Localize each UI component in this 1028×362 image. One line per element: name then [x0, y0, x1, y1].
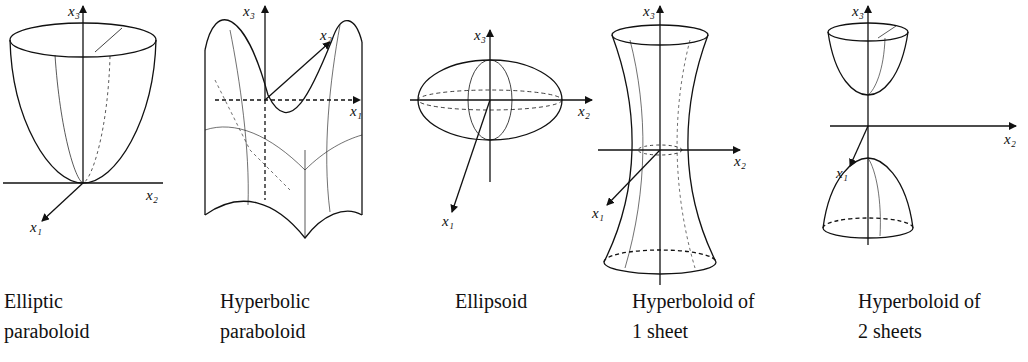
- surface-caption: Ellipsoid: [455, 286, 565, 316]
- ellipsoid: [410, 30, 592, 212]
- axis-label: x₃: [643, 4, 655, 19]
- surface-caption: Elliptic paraboloid: [4, 286, 114, 346]
- surface-caption: Hyperboloid of 1 sheet: [632, 286, 757, 346]
- axis-label: x₂: [734, 154, 746, 169]
- axis-label: x₁: [442, 214, 454, 229]
- axis-label: x₃: [243, 4, 255, 19]
- axis-label: x₂: [578, 104, 590, 119]
- axis-label: x₃: [68, 4, 80, 19]
- surface-caption: Hyperboloid of 2 sheets: [858, 286, 983, 346]
- axis-label: x₂: [320, 28, 332, 43]
- axis-label: x₂: [146, 188, 158, 203]
- axis-label: x₃: [474, 28, 486, 43]
- surface-caption: Hyperbolic paraboloid: [220, 286, 345, 346]
- axis-label: x₁: [836, 166, 848, 181]
- hyperboloid-one-sheet: [598, 6, 740, 285]
- elliptic-paraboloid: [3, 6, 163, 221]
- axis-label: x₃: [852, 4, 864, 19]
- hyperboloid-two-sheets: [823, 6, 1016, 245]
- axis-label: x₂: [1004, 132, 1016, 147]
- axis-label: x₁: [30, 220, 42, 235]
- hyperbolic-paraboloid: [205, 6, 362, 238]
- axis-label: x₁: [592, 206, 604, 221]
- axis-label: x₁: [350, 104, 362, 119]
